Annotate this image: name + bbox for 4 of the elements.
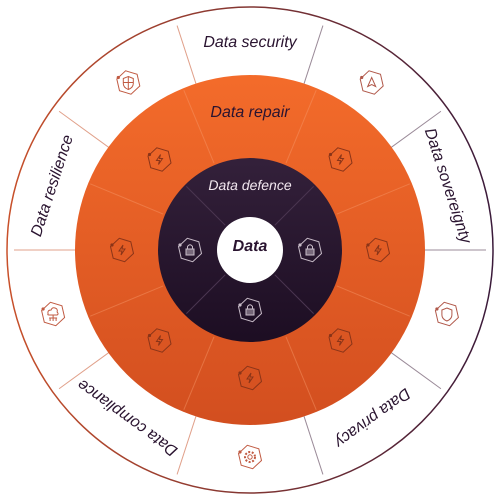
center-label: Data: [232, 239, 268, 255]
ring-title: Data repair: [210, 105, 290, 121]
segment-label: Data security: [203, 35, 297, 51]
ring-title: Data defence: [208, 178, 292, 192]
